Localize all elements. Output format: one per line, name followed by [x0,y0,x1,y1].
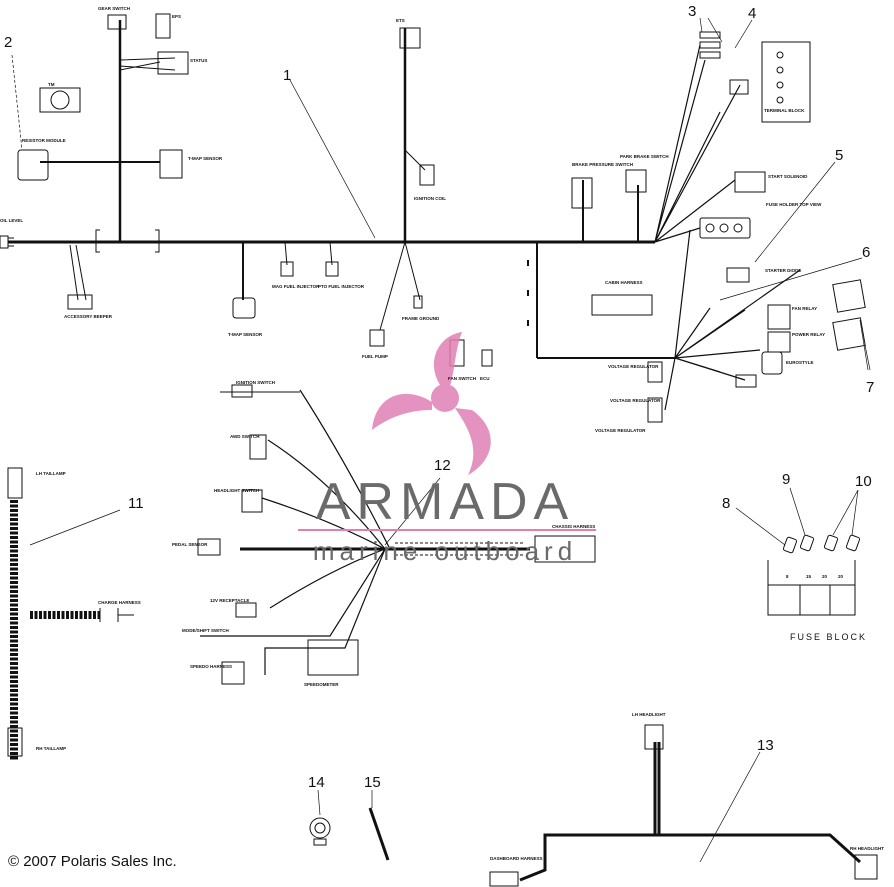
callout-8: 8 [722,495,730,512]
label-fan-relay: FAN RELAY [792,306,817,311]
label-oil-level: OIL LEVEL [0,218,23,223]
label-fuse-15: 15 [806,574,812,579]
callout-6: 6 [862,244,870,261]
label-accessory-beeper: ACCESSORY BEEPER [64,314,113,319]
label-resistor-module: RESISTOR MODULE [22,138,66,143]
logo-blade-right [455,408,491,475]
label-fuse-holder: FUSE HOLDER TOP VIEW [766,202,822,207]
label-eurostyle: EUROSTYLE [786,360,814,365]
fuse-block [767,534,861,616]
label-ecu: ECU [480,376,490,381]
label-status: STATUS [190,58,207,63]
label-tm: TM [48,82,55,87]
label-rh-headlight: RH HEADLIGHT [850,846,884,851]
label-mode-switch: MODE/SHIFT SWITCH [182,628,229,633]
logo-blade-top [433,332,462,386]
loose-parts [309,807,390,861]
label-frame-ground: FRAME GROUND [402,316,440,321]
label-gear-switch: GEAR SWITCH [98,6,130,11]
armada-logo-icon [372,332,491,475]
label-charge-harness: CHARGE HARNESS [98,600,141,605]
label-chassis-harness: CHASSIS HARNESS [552,524,595,529]
label-tmap-sensor-2: T-MAP SENSOR [228,332,263,337]
label-brake-pressure-switch: BRAKE PRESSURE SWITCH [572,162,633,167]
callout-7: 7 [866,379,874,396]
logo-blade-left [372,393,432,430]
label-awd-switch: AWD SWITCH [230,434,260,439]
label-fuse-20b: 20 [838,574,844,579]
label-voltage-regulator-3: VOLTAGE REGULATOR [595,428,646,433]
watermark-brand: ARMADA [316,473,574,531]
callout-1: 1 [283,67,291,84]
dash-harness [197,384,596,685]
label-mag-fuel-injector: MAG FUEL INJECTOR [272,284,320,289]
copyright-notice: © 2007 Polaris Sales Inc. [8,853,177,870]
callout-13: 13 [757,737,774,754]
label-ignition-coil: IGNITION COIL [414,196,446,201]
label-ignition-switch: IGNITION SWITCH [236,380,275,385]
label-voltage-regulator-2: VOLTAGE REGULATOR [610,398,661,403]
leader-lines [11,17,871,863]
label-start-solenoid: START SOLENOID [768,174,808,179]
label-starter-diode: STARTER DIODE [765,268,801,273]
label-fuel-pump: FUEL PUMP [362,354,388,359]
callout-10: 10 [855,473,872,490]
label-lh-headlight: LH HEADLIGHT [632,712,666,717]
label-fuse-8: 8 [786,574,789,579]
label-voltage-regulator-1: VOLTAGE REGULATOR [608,364,659,369]
label-ets: ETS [396,18,405,23]
label-dc-receptacle: 12V RECEPTACLE [210,598,249,603]
label-rh-taillamp: RH TAILLAMP [36,746,66,751]
label-cabin-harness: CABIN HARNESS [605,280,643,285]
label-pto-fuel-injector: PTO FUEL INJECTOR [318,284,365,289]
callout-2: 2 [4,34,12,51]
label-dashboard-harness: DASHBOARD HARNESS [490,856,543,861]
callout-5: 5 [835,147,843,164]
logo-hub [431,384,459,412]
label-power-relay: POWER RELAY [792,332,825,337]
label-tmap-sensor: T-MAP SENSOR [188,156,223,161]
label-fuse-20a: 20 [822,574,828,579]
callout-numbers: 1 2 3 4 5 6 7 8 9 10 11 12 13 14 15 [4,3,874,791]
callout-14: 14 [308,774,325,791]
headlight-harness [489,724,878,887]
callout-11: 11 [128,495,144,512]
callout-4: 4 [748,5,756,22]
harness-connectors [0,13,866,423]
label-pedal-sensor: PEDAL SENSOR [172,542,208,547]
label-speedo-harness: SPEEDO HARNESS [190,664,232,669]
callout-15: 15 [364,774,381,791]
watermark-tagline: marine outboard [313,536,577,566]
label-terminal-block: TERMINAL BLOCK [764,108,805,113]
label-headlight-switch: HEADLIGHT SWITCH [214,488,259,493]
label-eps: EPS [172,14,181,19]
label-fan-switch: FAN SWITCH [448,376,476,381]
main-harness [8,20,801,411]
label-fuse-block: FUSE BLOCK [790,632,867,642]
component-labels: GEAR SWITCH EPS STATUS TM RESISTOR MODUL… [0,6,884,861]
label-lh-taillamp: LH TAILLAMP [36,471,66,476]
callout-12: 12 [434,457,451,474]
callout-9: 9 [782,471,790,488]
taillamp-harness [7,467,134,760]
label-park-brake-switch: PARK BRAKE SWITCH [620,154,669,159]
callout-3: 3 [688,3,696,20]
label-speedometer: SPEEDOMETER [304,682,339,687]
